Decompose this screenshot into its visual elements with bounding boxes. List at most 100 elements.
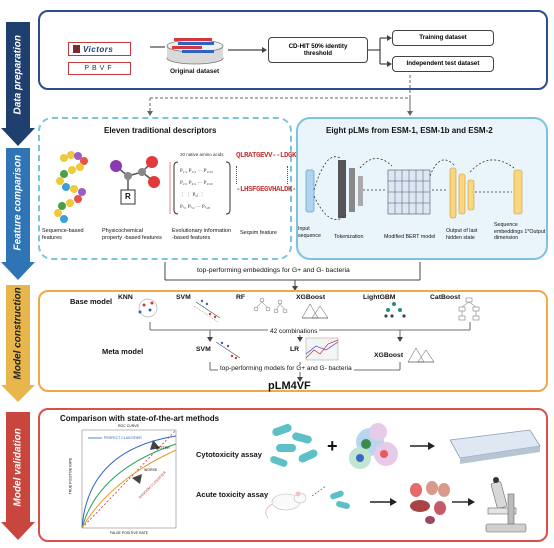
stage-arrow-model-validation [1,412,35,540]
stage-arrow-feature-comparison [1,148,35,280]
top-models-text: top-performing models for G+ and G- bact… [218,365,354,372]
arrowhead [407,111,413,116]
roc-x-axis-label: FALSE POSITIVE RATE [110,531,149,535]
roc-perfect-label: PERFECT CLASSIFIER [104,436,142,440]
bacteria-small-icons [330,490,350,510]
plm-title: Eight pLMs from ESM-1, ESM-1b and ESM-2 [326,126,493,135]
svm-icon [193,299,221,323]
original-dataset-label: Original dataset [170,68,220,75]
model-construction-panel [38,290,548,392]
stage-arrow-data-preparation [1,22,35,146]
meta-model-lr: LR [290,346,300,353]
training-dataset-box: Training dataset [392,30,494,46]
dataset-bar [174,38,212,41]
arrowhead [387,61,392,67]
base-model-lightgbm: LightGBM [363,294,396,301]
arrowhead [147,111,153,116]
arrowhead [387,35,392,41]
meta-xgboost-icon [407,347,435,363]
arrowhead [262,47,267,53]
meta-model-xgboost: XGBoost [374,352,404,359]
microscope-icon [485,477,527,533]
model-validation-panel [38,408,548,542]
plm-label-embeddings: Sequence embeddings 1*Output dimension [494,222,546,242]
meta-model-label: Meta model [102,347,144,356]
victors-logo-text: Victors [83,44,114,54]
victors-logo-mark [73,45,80,53]
plm-label-bert: Modified BERT model [384,234,436,240]
data-preparation-panel [38,10,548,90]
pbvf-logo-box: PBVF [68,62,131,75]
xgboost-icon [301,303,329,319]
comparison-title: Comparison with state-of-the-art methods [60,414,220,423]
mouse-icon [265,491,307,519]
cdhit-label: CD-HIT 50% identity threshold [288,42,348,57]
catboost-icon [458,297,480,321]
organ-icons [410,481,450,524]
plm-label-input: Input sequence [298,226,321,239]
roc-better-label: BETTER [156,446,170,450]
cell-cluster-icon [349,423,398,469]
test-dataset-label: Independent test dataset [406,60,480,68]
base-model-catboost: CatBoost [430,294,461,301]
plus-sign: + [327,436,338,456]
base-model-rf: RF [236,294,246,301]
arrowhead [428,442,435,450]
test-dataset-box: Independent test dataset [392,56,494,72]
sequence-embedding-bar [513,169,523,215]
roc-title: ROC CURVE [118,424,139,428]
combinations-text: 42 combinations [268,328,320,335]
pssm-matrix: P₁,₁ P₁,₂ ⋯ P₁,₂₀ P₂,₁ P₂,₂ ⋯ P₂,₂₀ ⋮ ⋮ … [169,161,231,215]
dataset-bar [172,46,202,49]
final-model-name: pLM4VF [268,380,311,392]
input-sequence-bar [305,169,315,213]
amino-acid-molecule [110,156,160,205]
traditional-descriptors-panel [38,117,292,260]
hidden-state-bars [449,167,475,219]
plm-dashed-connections [313,156,515,220]
trad-label-evolutionary: Evolutionary information -based features [172,228,232,241]
lightgbm-icon [384,302,406,318]
svg-text:Pₗ,₁ Pₗ,₂ ⋯ Pₗ,₂₀: Pₗ,₁ Pₗ,₂ ⋯ Pₗ,₂₀ [180,205,211,210]
meta-svm-icon [215,341,241,360]
amino-acid-r-group: R [125,192,131,201]
cytotoxicity-label: Cytotoxicity assay [196,450,262,459]
trad-label-sequence: Sequence-based features [42,228,84,241]
bridge-text: top-performing embeddings for G+ and G- … [194,267,353,274]
arrowhead [468,498,475,506]
pbvf-logo-text: PBVF [84,65,115,72]
victors-logo-box: Victors [68,42,131,56]
tokenization-layers [338,160,363,218]
sequence-bead-chain [54,151,88,223]
svg-text:P₁,₁ P₁,₂ ⋯ P₁,₂₀: P₁,₁ P₁,₂ ⋯ P₁,₂₀ [180,169,213,174]
stage-arrow-model-construction [1,285,35,402]
dashed-arrow-syringe [311,485,327,497]
seqsim-sequence-2: -LHSFGEGVHALDK- [236,186,297,194]
seqsim-dots [236,166,288,184]
well-plate-icon [449,429,541,464]
svg-text:P₂,₁ P₂,₂ ⋯ P₂,₂₀: P₂,₁ P₂,₂ ⋯ P₂,₂₀ [180,181,213,186]
svg-text:⋮ ⋮ Pᵢ,ⱼ ⋮: ⋮ ⋮ Pᵢ,ⱼ ⋮ [180,192,204,198]
dataset-bar [182,50,214,53]
seqsim-sequence-1: QLRATGEVV--LDGK [236,152,297,160]
bert-model-block [387,169,431,215]
cdhit-box: CD-HIT 50% identity threshold [268,37,368,63]
dataset-bar [178,42,214,45]
roc-worse-label: WORSE [144,468,158,472]
traditional-descriptors-title: Eleven traditional descriptors [104,126,217,135]
plm-label-hidden: Output of last hidden state [446,228,478,241]
training-dataset-label: Training dataset [419,34,467,42]
acute-toxicity-label: Acute toxicity assay [196,490,269,499]
arrowhead [390,498,397,506]
rf-icon [253,297,288,314]
pssm-header: 20 native amino acids [180,152,224,157]
base-model-knn: KNN [118,294,133,301]
plm-label-tokenization: Tokenization [334,234,364,240]
base-model-label: Base model [70,297,113,306]
